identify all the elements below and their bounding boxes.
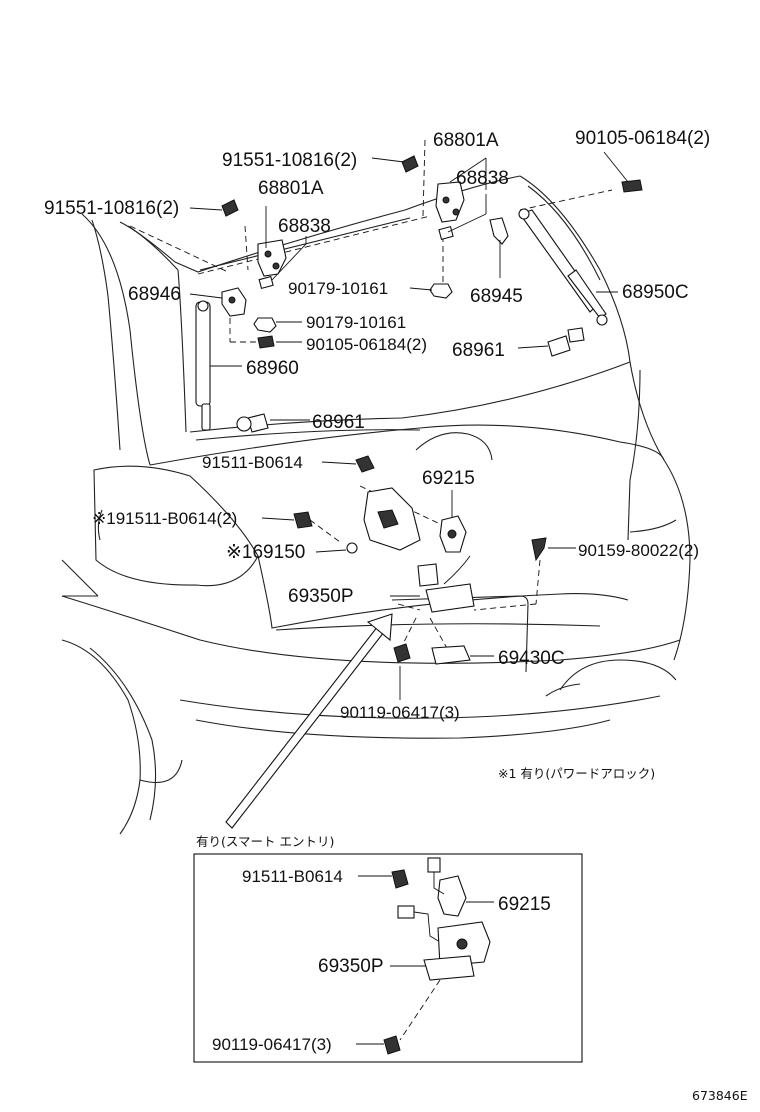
note-power-lock: ※1 有り(パワードアロック) bbox=[498, 766, 655, 781]
label-69150: ※169150 bbox=[226, 542, 305, 563]
lock-69350P-part bbox=[417, 555, 475, 613]
stay-68960-part bbox=[195, 300, 211, 431]
hinge-left-part bbox=[257, 239, 287, 290]
label-68838-right: 68838 bbox=[456, 168, 509, 189]
inset-label-91511: 91511-B0614 bbox=[242, 867, 343, 886]
part-labels: 91551-10816(2) 68801A 68838 90105-06184(… bbox=[44, 128, 710, 781]
inset-frame bbox=[193, 853, 583, 1063]
label-90105-topright: 90105-06184(2) bbox=[575, 128, 710, 149]
smart-entry-inset: 有り(スマート エントリ) 91511-B0614 69215 69350P 9… bbox=[193, 834, 583, 1063]
switch-69215-part bbox=[439, 515, 467, 553]
inset-label-69350P: 69350P bbox=[318, 956, 384, 977]
label-68960: 68960 bbox=[246, 358, 299, 379]
label-91511-main: 91511-B0614 bbox=[202, 453, 303, 472]
label-68801A-left: 68801A bbox=[258, 178, 324, 199]
label-68961-right: 68961 bbox=[452, 340, 505, 361]
label-69350P-main: 69350P bbox=[288, 586, 354, 607]
diagram-code: 673846E bbox=[692, 1088, 748, 1103]
label-68945: 68945 bbox=[470, 286, 523, 307]
label-91511-opt: ※191511-B0614(2) bbox=[92, 509, 237, 528]
label-90179-left: 90179-10161 bbox=[306, 313, 406, 332]
label-69430C: 69430C bbox=[498, 648, 565, 669]
label-68946: 68946 bbox=[128, 284, 181, 305]
label-68801A-right: 68801A bbox=[433, 130, 499, 151]
label-68950C: 68950C bbox=[622, 282, 689, 303]
inset-title: 有り(スマート エントリ) bbox=[196, 834, 334, 849]
handle-69430C-part bbox=[431, 645, 471, 665]
label-90179-mid: 90179-10161 bbox=[288, 279, 388, 298]
hinge-right-part bbox=[435, 181, 465, 241]
label-90159: 90159-80022(2) bbox=[578, 541, 699, 560]
lock-69150-part bbox=[346, 487, 421, 554]
inset-pointer-arrow bbox=[225, 613, 393, 829]
label-90119-main: 90119-06417(3) bbox=[340, 703, 460, 722]
label-69215-main: 69215 bbox=[422, 468, 475, 489]
stay-68950C-part bbox=[518, 208, 608, 326]
inset-label-90119: 90119-06417(3) bbox=[212, 1035, 332, 1054]
label-91551-top: 91551-10816(2) bbox=[222, 150, 357, 171]
bracket-68946-part bbox=[221, 287, 247, 317]
label-91551-left: 91551-10816(2) bbox=[44, 198, 179, 219]
leader-lines bbox=[189, 151, 629, 700]
inset-label-69215: 69215 bbox=[498, 894, 551, 915]
fasteners bbox=[221, 155, 643, 663]
label-90105-left: 90105-06184(2) bbox=[306, 335, 427, 354]
bracket-68945-part bbox=[489, 217, 509, 245]
label-68961-left: 68961 bbox=[312, 412, 365, 433]
label-68838-left: 68838 bbox=[278, 216, 331, 237]
